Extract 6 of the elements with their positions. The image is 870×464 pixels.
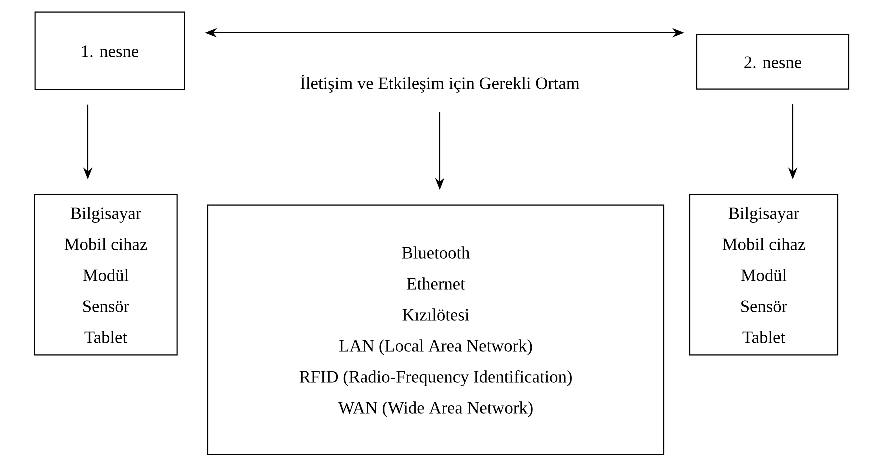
text-box: Bluetooth Ethernet Kızılötesi LAN (Local Area Network) RFID (Radio-Frequency Identification) WAN (Wide Area Network) [207,204,665,456]
heading-text: İletişim ve Etkileşim için Gerekli Ortam [300,74,580,93]
text-box: 1. nesne [34,12,186,90]
text-box: Bilgisayar Mobil cihaz Modül Sensör Tablet [689,194,839,356]
text-box: Bilgisayar Mobil cihaz Modül Sensör Tablet [34,194,178,356]
text-box: 2. nesne [696,34,850,90]
